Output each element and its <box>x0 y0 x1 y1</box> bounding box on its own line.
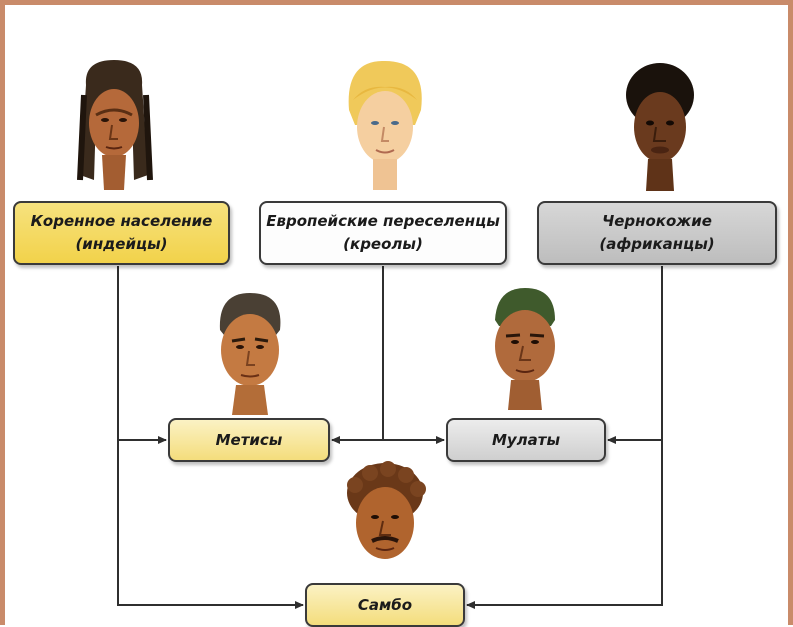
edge-africans-mulattoes <box>607 266 663 444</box>
edge-africans-sambo <box>466 440 663 609</box>
mestizo-man-portrait <box>219 293 281 415</box>
node-mestizos: Метисы <box>168 418 330 462</box>
sambo-man-portrait <box>347 461 426 559</box>
mulatto-man-portrait <box>495 288 555 410</box>
edge-indigenous-mestizos <box>117 266 167 444</box>
node-mulattoes: Мулаты <box>446 418 606 462</box>
node-sambo: Самбо <box>305 583 465 627</box>
indigenous-man-portrait <box>77 60 153 190</box>
african-woman-portrait <box>626 63 694 191</box>
node-europeans: Европейские переселенцы (креолы) <box>259 201 507 265</box>
node-africans: Чернокожие (африканцы) <box>537 201 777 265</box>
european-man-portrait <box>348 60 422 190</box>
node-indigenous: Коренное население (индейцы) <box>13 201 230 265</box>
edge-indigenous-sambo <box>117 440 304 609</box>
